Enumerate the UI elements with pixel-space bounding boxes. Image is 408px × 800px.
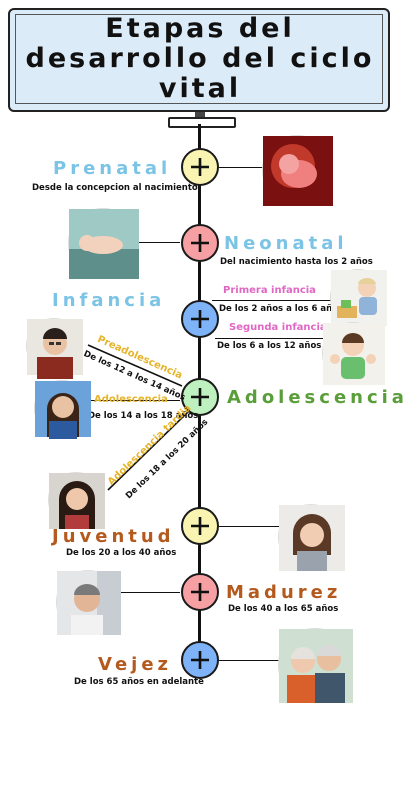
monitor-inner-frame (15, 14, 383, 104)
plus-icon (191, 310, 209, 328)
node-prenatal (181, 148, 219, 186)
range-vejez: De los 65 años en adelante (74, 677, 204, 687)
connector-vejez (219, 660, 281, 661)
stage-prenatal: Prenatal (53, 158, 172, 179)
label-primera-infancia: Primera infancia (223, 285, 316, 296)
node-vejez (181, 641, 219, 679)
connector-neonatal (134, 242, 180, 243)
stage-infancia: Infancia (52, 290, 166, 311)
fetus-photo (262, 135, 333, 206)
stage-madurez: Madurez (226, 582, 342, 603)
newborn-photo (68, 208, 139, 279)
title-line-1: Etapas del (105, 13, 295, 44)
node-neonatal (181, 224, 219, 262)
connector-primera-infancia (212, 300, 332, 301)
monitor-stand (168, 117, 236, 128)
node-adolescencia (181, 378, 219, 416)
range-segunda-infancia: De los 6 a los 12 años (217, 341, 322, 351)
range-primera-infancia: De los 2 años a los 6 años (219, 304, 344, 314)
connector-adolescencia-tardia (107, 409, 191, 491)
title-monitor (8, 8, 390, 112)
range-madurez: De los 40 a los 65 años (228, 604, 339, 614)
range-juventud: De los 20 a los 40 años (66, 548, 177, 558)
woman-photo (278, 504, 345, 571)
plus-icon (191, 158, 209, 176)
stage-adolescencia: Adolescencia (227, 387, 408, 408)
connector-prenatal (219, 167, 265, 168)
elderly-couple-photo (278, 628, 353, 703)
label-adolescencia-mid: Adolescencia (94, 394, 168, 405)
stage-juventud: Juventud (52, 526, 175, 547)
title-line-3: vital (158, 73, 242, 104)
boy-teen-photo (26, 318, 83, 379)
node-madurez (181, 573, 219, 611)
man-photo (56, 570, 121, 635)
node-juventud (181, 507, 219, 545)
child-photo (322, 322, 385, 385)
plus-icon (191, 388, 209, 406)
girl-teen-photo (34, 380, 91, 439)
range-adolescencia-mid: De los 14 a los 18 años (88, 411, 199, 421)
connector-segunda-infancia (215, 338, 325, 339)
title-line-2: desarrollo del ciclo (25, 43, 375, 74)
connector-madurez (118, 592, 180, 593)
young-woman-photo (48, 472, 105, 529)
stage-neonatal: Neonatal (224, 233, 348, 254)
node-infancia (181, 300, 219, 338)
toddler-photo (330, 269, 387, 326)
label-segunda-infancia: Segunda infancia (229, 322, 327, 333)
monitor-neck (195, 112, 205, 118)
plus-icon (191, 583, 209, 601)
connector-juventud (219, 526, 281, 527)
connector-preadolescencia (87, 344, 183, 387)
range-neonatal: Del nacimiento hasta los 2 años (220, 257, 373, 267)
stage-vejez: Vejez (98, 654, 173, 675)
connector-adolescencia-mid (90, 400, 180, 401)
page-title: Etapas del desarrollo del ciclo vital (10, 14, 390, 104)
plus-icon (191, 517, 209, 535)
plus-icon (191, 651, 209, 669)
plus-icon (191, 234, 209, 252)
range-prenatal: Desde la concepcion al nacimiento (32, 183, 198, 193)
